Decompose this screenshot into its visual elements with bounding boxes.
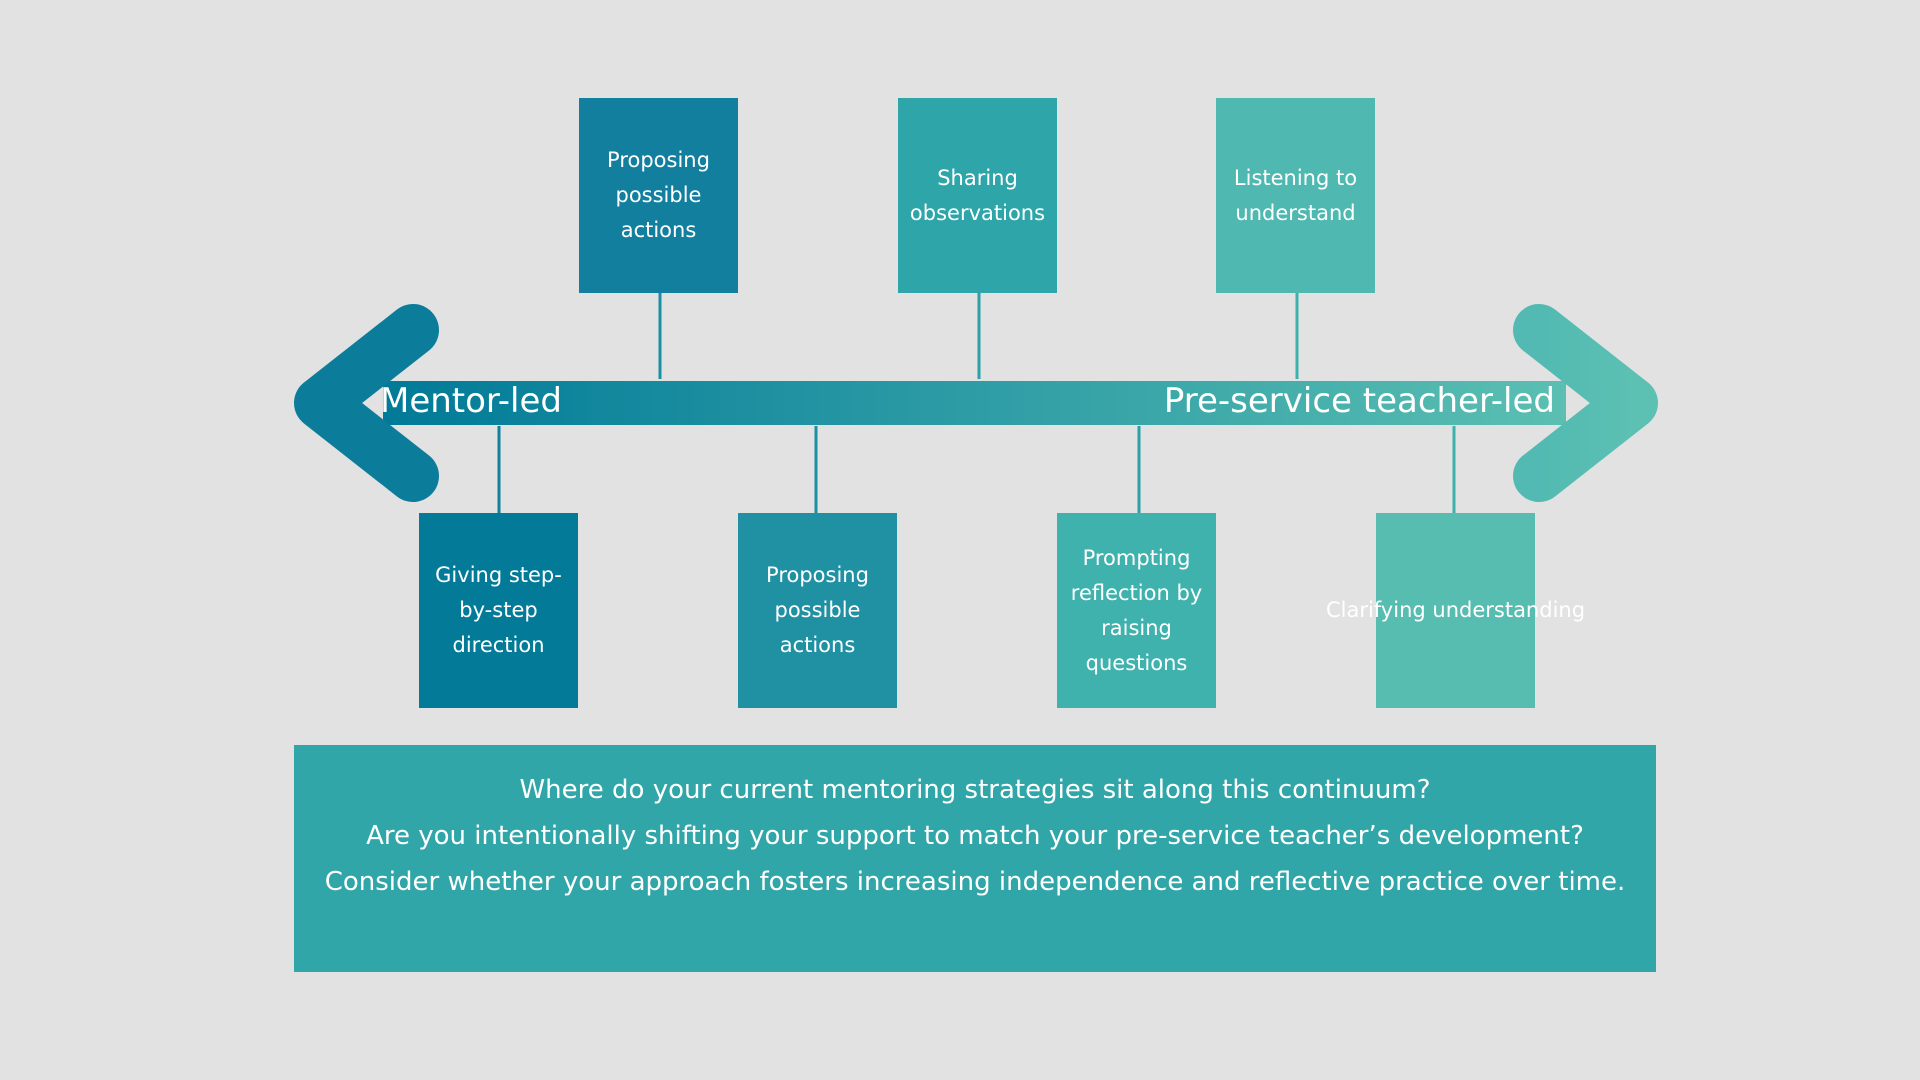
reflection-question-3: Consider whether your approach fosters i… bbox=[324, 867, 1626, 897]
reflection-questions-panel: Where do your current mentoring strategi… bbox=[294, 745, 1656, 972]
strategy-label: Giving step-by-step direction bbox=[435, 563, 562, 657]
strategy-box-proposing-actions-bottom: Proposing possible actions bbox=[738, 513, 897, 708]
strategy-box-sharing-observations: Sharing observations bbox=[898, 98, 1057, 293]
strategy-box-clarifying-understanding: Clarifying understanding bbox=[1326, 513, 1585, 708]
strategy-box-step-by-step-direction: Giving step-by-step direction bbox=[419, 513, 578, 708]
strategy-label: Prompting reflection by raising question… bbox=[1070, 545, 1203, 675]
arrow-head-right bbox=[1513, 304, 1658, 502]
strategy-box-listening-to-understand: Listening to understand bbox=[1216, 98, 1375, 293]
strategy-box-prompting-reflection: Prompting reflection by raising question… bbox=[1057, 513, 1216, 708]
pre-service-teacher-led-label: Pre-service teacher-led bbox=[1163, 381, 1555, 421]
strategy-label: Listening to understand bbox=[1233, 165, 1358, 225]
reflection-question-1: Where do your current mentoring strategi… bbox=[519, 775, 1431, 805]
mentor-led-label: Mentor-led bbox=[380, 381, 562, 421]
reflection-question-2: Are you intentionally shifting your supp… bbox=[366, 821, 1584, 851]
strategy-label: Clarifying understanding bbox=[1325, 598, 1586, 622]
continuum-axis-bar bbox=[383, 381, 1566, 425]
strategy-label: Proposing possible actions bbox=[607, 148, 710, 242]
arrow-head-left bbox=[294, 304, 439, 502]
strategy-box-proposing-actions-top: Proposing possible actions bbox=[579, 98, 738, 293]
strategy-label: Sharing observations bbox=[909, 165, 1046, 225]
strategy-label: Proposing possible actions bbox=[766, 563, 869, 657]
